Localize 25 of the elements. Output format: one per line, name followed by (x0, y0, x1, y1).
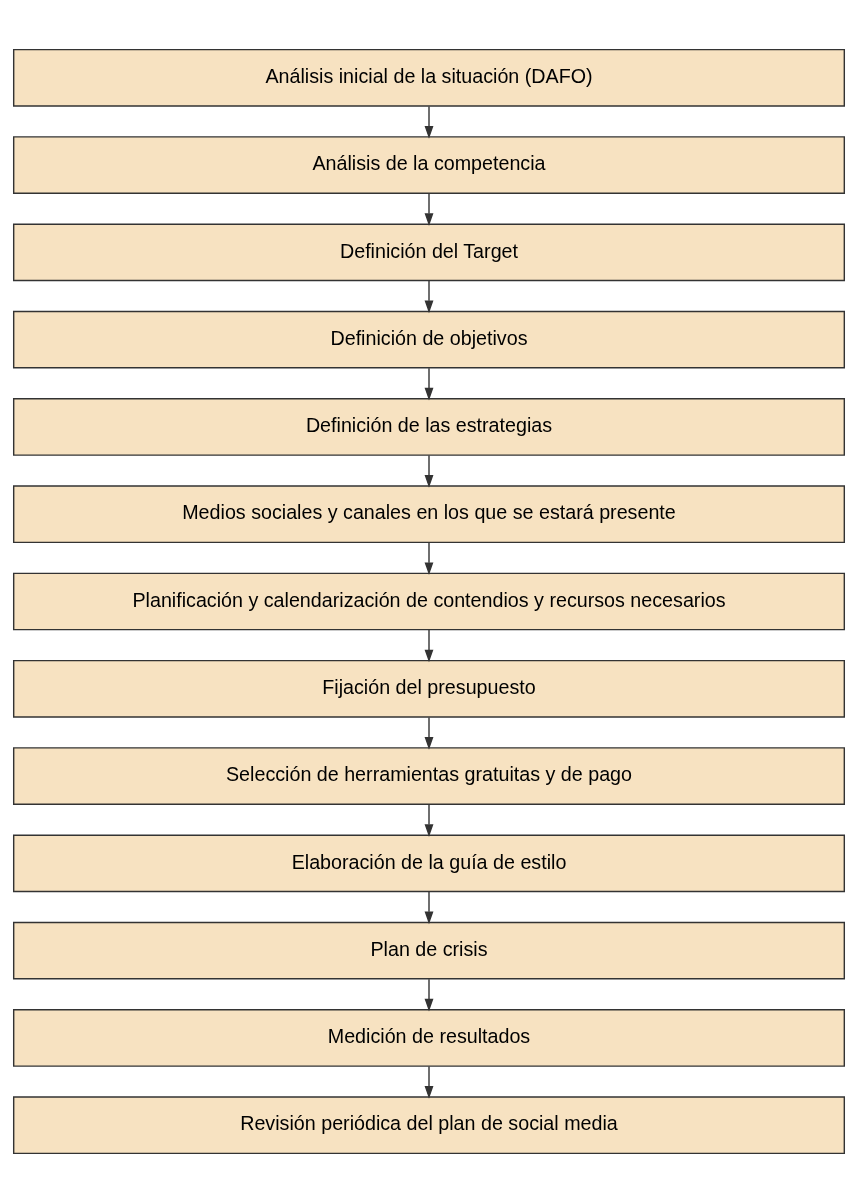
node-box: Análisis inicial de la situación (DAFO) (13, 48, 845, 107)
arrow (424, 542, 434, 576)
arrow (424, 716, 434, 750)
node-box: Plan de crisis (13, 921, 845, 980)
node-box: Definición de objetivos (13, 310, 845, 369)
node-box: Medios sociales y canales en los que se estará presente (13, 485, 845, 544)
node-box: Revisión periódica del plan de social media (13, 1096, 845, 1155)
arrow (424, 1065, 434, 1099)
node-box: Planificación y calendarización de contendios y recursos necesarios (13, 572, 845, 631)
node-box: Medición de resultados (13, 1009, 845, 1067)
node-box: Elaboración de la guía de estilo (13, 834, 845, 893)
node-box: Fijación del presupuesto (13, 659, 845, 718)
node-box: Selección de herramientas gratuitas y de pago (13, 747, 845, 805)
arrow (424, 192, 434, 226)
arrow (424, 978, 434, 1012)
arrow (424, 367, 434, 401)
node-box: Análisis de la competencia (13, 136, 845, 194)
arrow (424, 803, 434, 837)
arrow (424, 454, 434, 488)
arrow (424, 891, 434, 925)
arrow (424, 280, 434, 314)
node-box: Definición del Target (13, 223, 845, 282)
arrow (424, 629, 434, 663)
arrow (424, 105, 434, 139)
node-box: Definición de las estrategias (13, 398, 845, 456)
